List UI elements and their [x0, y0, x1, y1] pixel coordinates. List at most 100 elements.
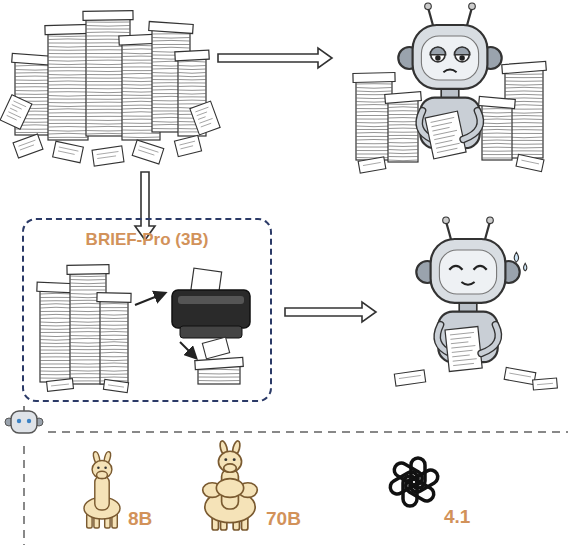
paper-edge — [100, 366, 128, 367]
text-line — [450, 337, 471, 339]
paper-edge — [505, 90, 543, 92]
paper-edge — [178, 65, 206, 67]
paper-edge — [48, 43, 88, 44]
printer-slot — [178, 296, 244, 304]
paper-edge — [40, 325, 72, 326]
loose-sheet — [358, 157, 386, 173]
text-line — [452, 350, 473, 352]
paper-pile — [0, 11, 220, 166]
llama-snout — [224, 464, 237, 472]
paper-edge — [356, 108, 392, 109]
paper-sheet — [195, 357, 243, 369]
paper-edge — [40, 322, 72, 324]
paper-stack — [40, 290, 72, 382]
paper-edge — [48, 120, 88, 121]
paper-edge — [505, 94, 543, 96]
paper-edge — [152, 40, 190, 42]
paper-stack — [388, 100, 418, 162]
loose-sheet — [0, 95, 32, 130]
paper-edge — [388, 114, 418, 115]
robot-head — [431, 239, 506, 303]
paper-edge — [152, 37, 190, 39]
text-line — [434, 135, 454, 139]
text-line — [51, 384, 69, 386]
robot-figure — [416, 217, 527, 372]
paper-edge — [178, 90, 206, 91]
paper-edge — [178, 86, 206, 87]
paper-edge — [152, 47, 190, 49]
sweat-drop — [524, 263, 527, 271]
flow-arrow — [180, 342, 196, 358]
text-line — [138, 150, 154, 155]
paper-edge — [178, 76, 206, 78]
paper-edge — [48, 102, 88, 103]
paper-edge — [100, 370, 128, 372]
model-size-label: 4.1 — [444, 506, 470, 528]
paper-sheet — [0, 95, 32, 130]
llama-head — [218, 451, 241, 472]
paper-edge — [48, 99, 88, 100]
llama-neck — [95, 476, 109, 510]
paper-edge — [40, 332, 72, 333]
paper-edge — [100, 310, 128, 311]
paper-sheet — [504, 367, 536, 384]
paper-edge — [48, 126, 88, 127]
paper-edge — [505, 84, 543, 86]
paper-edge — [178, 79, 206, 80]
robot-face — [421, 36, 478, 80]
divider-line — [23, 446, 25, 545]
text-line — [197, 112, 207, 116]
text-line — [10, 108, 17, 111]
paper-sheet — [445, 326, 482, 371]
paper-edge — [482, 154, 512, 155]
paper-edge — [100, 374, 128, 375]
text-line — [180, 141, 196, 145]
paper-sheet — [67, 265, 109, 275]
loose-sheet — [504, 367, 536, 384]
paper-edge — [356, 115, 392, 116]
text-line — [537, 383, 553, 384]
robot-eye — [449, 266, 462, 270]
robot-eyelid — [430, 47, 445, 55]
robot-eye — [431, 48, 445, 62]
paper-edge — [70, 289, 106, 290]
paper-edge — [48, 64, 88, 66]
paper-stack — [356, 80, 392, 160]
paper-edge — [100, 339, 128, 341]
paper-edge — [388, 117, 418, 118]
paper-edge — [40, 314, 72, 316]
paper-sheet — [202, 337, 229, 359]
paper-edge — [356, 129, 392, 130]
paper-edge — [40, 329, 72, 330]
paper-edge — [40, 360, 72, 361]
paper-edge — [356, 132, 392, 133]
paper-edge — [356, 136, 392, 137]
paper-edge — [48, 50, 88, 51]
paper-edge — [70, 279, 106, 281]
text-line — [201, 123, 211, 127]
robot-antenna-tip — [425, 3, 432, 10]
paper-edge — [198, 373, 240, 374]
loose-sheet — [425, 111, 466, 159]
robot-arm — [481, 325, 498, 354]
paper-edge — [40, 363, 72, 364]
loose-sheet — [13, 134, 43, 158]
paper-edge — [48, 36, 88, 37]
paper-edge — [100, 321, 128, 322]
paper-edge — [40, 356, 72, 357]
paper-edge — [100, 303, 128, 304]
paper-edge — [48, 106, 88, 108]
paper-edge — [388, 138, 418, 140]
printer-body — [172, 290, 250, 328]
robot-eye — [455, 48, 469, 62]
llama-eye — [97, 466, 100, 469]
paper-edge — [178, 118, 206, 119]
paper-edge — [388, 146, 418, 147]
paper-edge — [70, 286, 106, 287]
paper-sheet — [533, 378, 558, 390]
paper-edge — [86, 22, 130, 23]
paper-sheet — [97, 293, 131, 303]
paper-edge — [178, 72, 206, 74]
